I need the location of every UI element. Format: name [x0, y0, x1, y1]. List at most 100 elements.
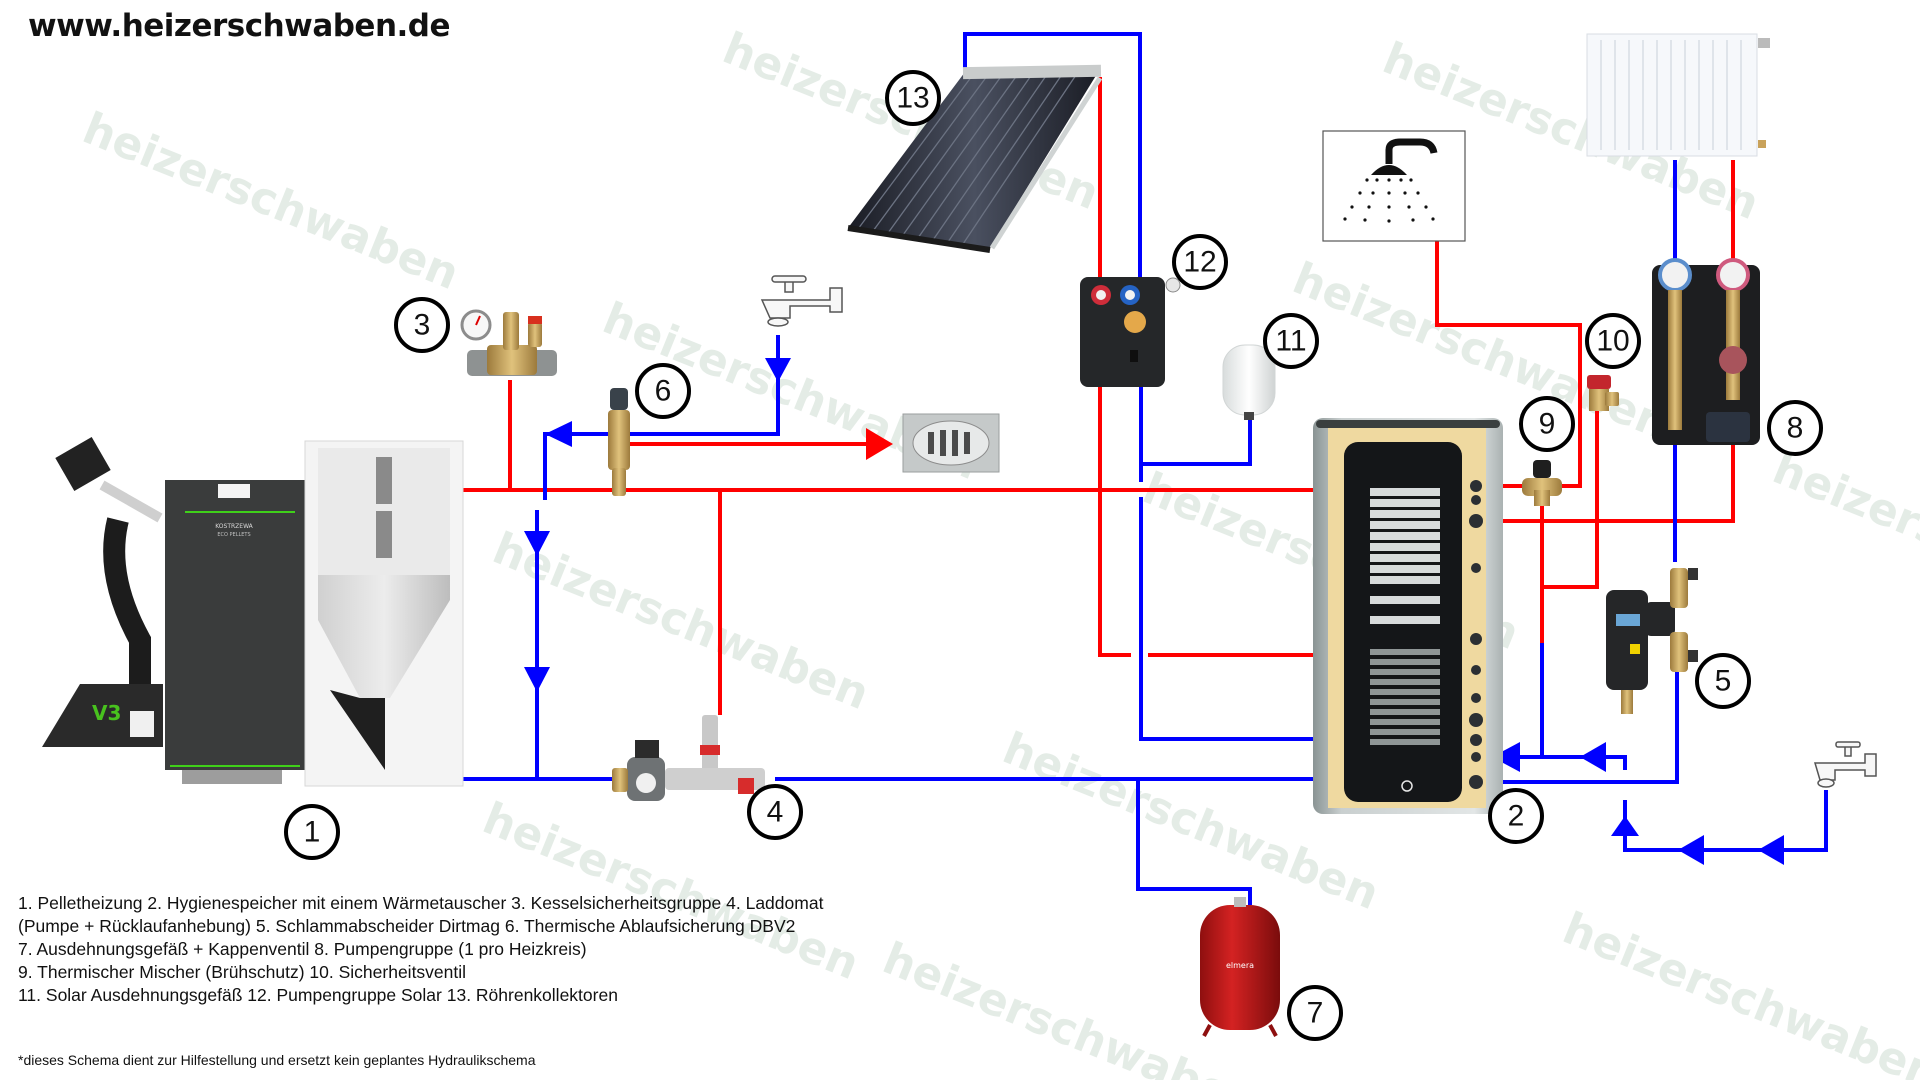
- legend-line: 1. Pelletheizung 2. Hygienespeicher mit …: [18, 893, 824, 913]
- faucet-inlet-icon: [1813, 741, 1877, 788]
- safety-valve-pipe: [1544, 410, 1599, 589]
- legend-line: 11. Solar Ausdehnungsgefäß 12. Pumpengru…: [18, 985, 618, 1005]
- dhw-hot-pipe-shower: [1435, 175, 1582, 488]
- arrow-left-icon: [1678, 835, 1704, 865]
- callout-11[interactable]: 11: [1263, 313, 1319, 369]
- pipes: [463, 32, 1828, 905]
- burner-logo: V3: [92, 701, 121, 725]
- callout-number: 5: [1715, 665, 1732, 698]
- boiler-brand: KOSTRZEWA: [215, 523, 253, 530]
- arrow-down-icon: [524, 667, 550, 692]
- callout-10[interactable]: 10: [1585, 313, 1641, 369]
- component-legend: 1. Pelletheizung 2. Hygienespeicher mit …: [18, 892, 823, 1007]
- callout-12[interactable]: 12: [1172, 234, 1228, 290]
- watermark-text: heizerschwaben: [1766, 443, 1920, 640]
- safety-valve: [1587, 375, 1619, 411]
- hygiene-storage-tank: [1313, 418, 1503, 814]
- boiler-body: [165, 480, 305, 770]
- expansion-vessel-brand: elmera: [1226, 961, 1254, 970]
- arrow-down-icon: [524, 531, 550, 556]
- heating-pump-group: [1652, 258, 1760, 445]
- disclaimer: *dieses Schema dient zur Hilfestellung u…: [18, 1052, 536, 1068]
- hopper-chute: [330, 690, 385, 770]
- cold-pipe-dbv2-feed: [543, 335, 780, 500]
- tube-collector: [847, 64, 1103, 253]
- arrow-right-icon: [866, 428, 893, 460]
- boiler-model: ECO PELLETS: [217, 532, 250, 538]
- callout-number: 12: [1183, 246, 1216, 279]
- tank-flange: [1401, 780, 1413, 792]
- callout-number: 8: [1787, 412, 1804, 445]
- callout-5[interactable]: 5: [1695, 653, 1751, 709]
- callout-9[interactable]: 9: [1519, 396, 1575, 452]
- arrow-left-icon: [1758, 835, 1784, 865]
- callout-3[interactable]: 3: [394, 297, 450, 353]
- flow-arrows: [524, 358, 1784, 865]
- hopper-window-1: [376, 457, 392, 504]
- solar-expansion-vessel: [1222, 344, 1276, 420]
- watermark-text: heizerschwaben: [486, 523, 876, 720]
- callout-6[interactable]: 6: [635, 363, 691, 419]
- arrow-down-icon: [765, 358, 791, 382]
- cold-inlet-pipe: [1623, 790, 1828, 852]
- solar-pump-group: [1080, 277, 1181, 387]
- dhw-coil: [1370, 488, 1440, 624]
- solar-cold-pipe-top: [963, 32, 1142, 283]
- tank-top-cap: [1316, 420, 1500, 428]
- faucet-dbv2-icon: [760, 275, 843, 327]
- callout-number: 6: [655, 375, 672, 408]
- callout-number: 4: [767, 796, 784, 829]
- legend-line: 7. Ausdehnungsgefäß + Kappenventil 8. Pu…: [18, 939, 587, 959]
- pellet-hopper-cone: [318, 575, 450, 698]
- laddomat-unit: [612, 715, 765, 801]
- tank-connections: [1469, 480, 1483, 789]
- radiator: [1586, 33, 1770, 157]
- callout-13[interactable]: 13: [885, 70, 941, 126]
- solar-cold-pipe-down-2: [1139, 497, 1313, 741]
- callout-number: 9: [1539, 408, 1556, 441]
- callout-2[interactable]: 2: [1488, 788, 1544, 844]
- callout-number: 13: [896, 82, 929, 115]
- arrow-left-icon: [545, 421, 572, 447]
- callout-number: 10: [1596, 325, 1629, 358]
- arrow-up-icon: [1611, 816, 1639, 836]
- feeder-motor: [55, 437, 111, 491]
- hopper-window-2: [376, 511, 392, 558]
- cold-inlet-pipe-tank: [1480, 755, 1627, 770]
- boiler-base: [182, 770, 282, 784]
- arrow-left-icon: [1492, 742, 1520, 772]
- legend-line: (Pumpe + Rücklaufanhebung) 5. Schlammabs…: [18, 916, 796, 936]
- callout-8[interactable]: 8: [1767, 400, 1823, 456]
- callout-number: 3: [414, 309, 431, 342]
- callout-number: 7: [1307, 997, 1324, 1030]
- watermark-text: heizerschwaben: [76, 103, 466, 300]
- boiler-panel: [218, 484, 250, 498]
- callout-1[interactable]: 1: [284, 804, 340, 860]
- watermark-text: heizerschwaben: [1556, 903, 1920, 1080]
- boiler-safety-group: [460, 309, 557, 376]
- burner-label: [130, 711, 154, 737]
- heating-cold-return-pipe-2: [1483, 668, 1679, 784]
- shower-icon: [1322, 130, 1466, 242]
- pellet-boiler: V3 KOSTRZEWA ECO PELLETS: [42, 437, 464, 787]
- feeder-auger: [99, 480, 163, 523]
- dirtmag-separator: [1606, 568, 1698, 714]
- solar-expansion-pipe: [1141, 420, 1252, 466]
- callout-number: 11: [1275, 325, 1306, 358]
- solar-coil: [1370, 649, 1440, 745]
- feeder-hose: [103, 517, 151, 700]
- legend-line: 9. Thermischer Mischer (Brühschutz) 10. …: [18, 962, 467, 982]
- solar-hot-pipe-down: [1098, 386, 1131, 657]
- callout-number: 1: [304, 816, 321, 849]
- expansion-vessel: elmera: [1200, 897, 1280, 1037]
- callout-4[interactable]: 4: [747, 784, 803, 840]
- heating-hot-pipe: [1484, 445, 1735, 523]
- site-url[interactable]: www.heizerschwaben.de: [28, 8, 451, 44]
- arrow-left-icon: [1580, 742, 1606, 772]
- dbv2-valve: [608, 388, 630, 496]
- thermostatic-mixer: [1522, 460, 1562, 506]
- callout-7[interactable]: 7: [1287, 985, 1343, 1041]
- callout-number: 2: [1508, 800, 1525, 833]
- cold-pipe-expansion-vessel: [1136, 779, 1252, 905]
